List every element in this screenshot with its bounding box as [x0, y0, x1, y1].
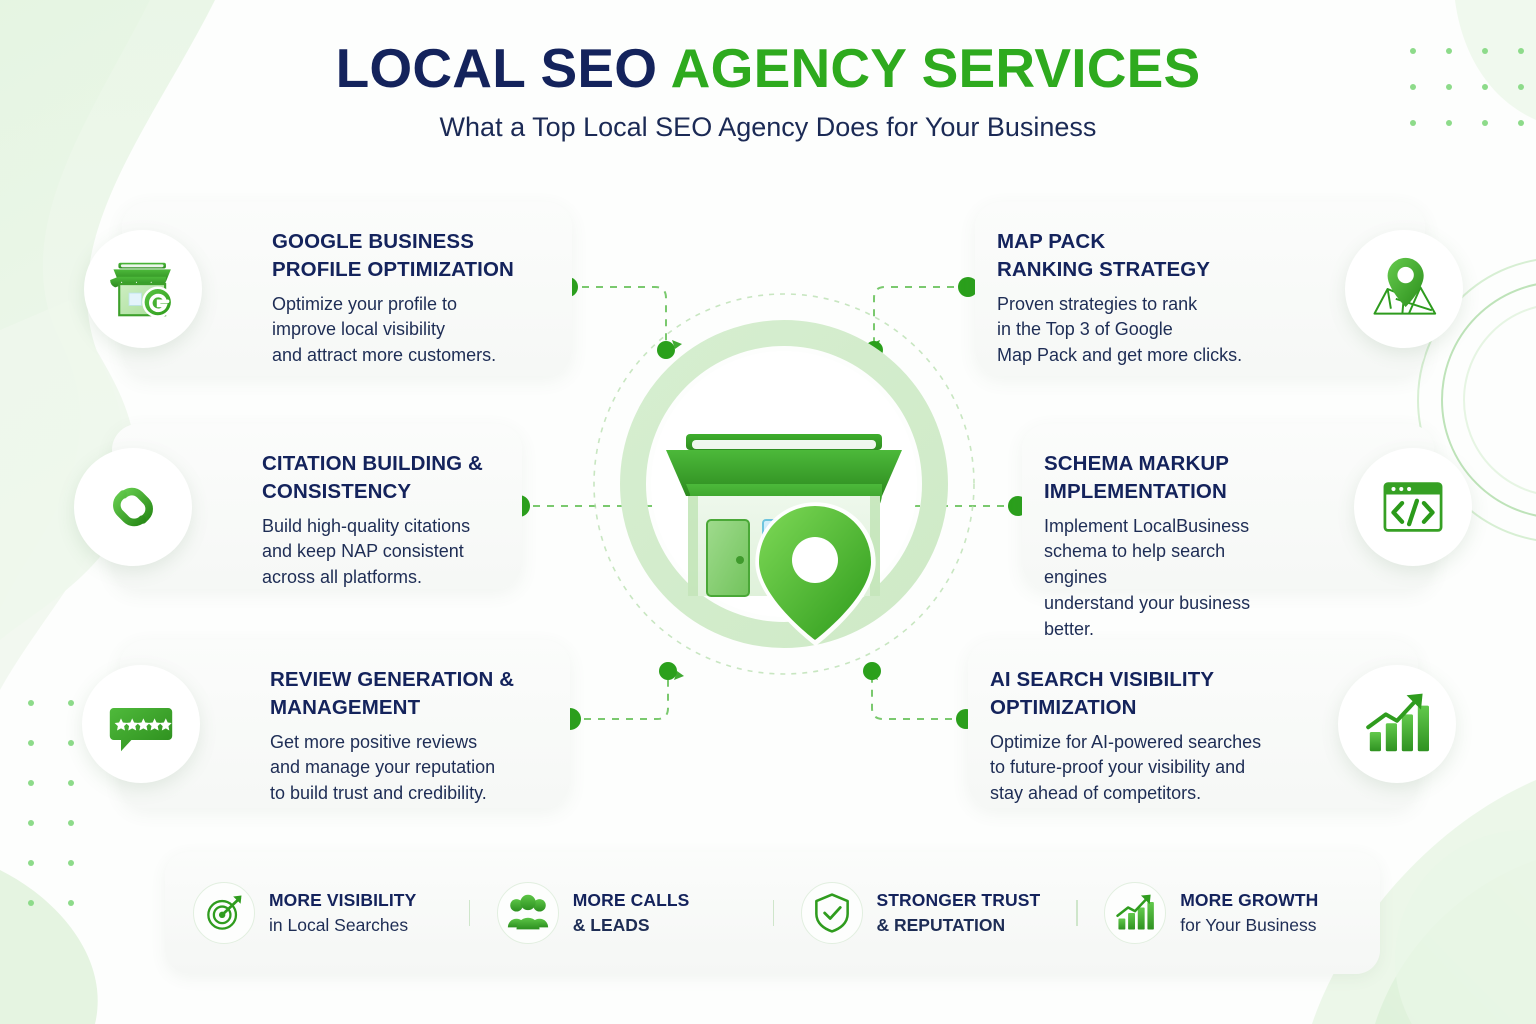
card-description: Implement LocalBusiness schema to help s… — [1044, 515, 1251, 639]
card-body: REVIEW GENERATION & MANAGEMENT Get more … — [270, 666, 548, 807]
benefit-text: STRONGER TRUST & REPUTATION — [877, 888, 1041, 939]
card-map-pack-ranking[interactable]: MAP PACK RANKING STRATEGY Proven strateg… — [975, 202, 1463, 376]
benefit-subtitle: for Your Business — [1180, 915, 1317, 935]
card-review-generation[interactable]: REVIEW GENERATION & MANAGEMENT Get more … — [82, 640, 570, 808]
benefit-title: STRONGER TRUST — [876, 889, 1041, 910]
card-schema-markup[interactable]: SCHEMA MARKUP IMPLEMENTATION Implement L… — [1022, 424, 1472, 639]
card-body: AI SEARCH VISIBILITY OPTIMIZATION Optimi… — [990, 666, 1268, 807]
benefit-subtitle: & REPUTATION — [876, 915, 1006, 935]
code-browser-window-icon — [1354, 447, 1472, 566]
card-title: CITATION BUILDING & CONSISTENCY — [262, 452, 483, 504]
card-title: SCHEMA MARKUP IMPLEMENTATION — [1044, 452, 1230, 504]
benefit-text: MORE GROWTH for Your Business — [1180, 888, 1318, 939]
card-title: REVIEW GENERATION & MANAGEMENT — [270, 668, 515, 720]
benefit-stronger-trust[interactable]: STRONGER TRUST & REPUTATION — [772, 882, 1077, 944]
card-google-business-profile[interactable]: GOOGLE BUSINESS PROFILE OPTIMIZATION Opt… — [84, 202, 572, 376]
growth-bar-chart-arrow-icon — [1104, 882, 1167, 944]
benefit-subtitle: & LEADS — [572, 915, 650, 935]
card-citation-building[interactable]: CITATION BUILDING & CONSISTENCY Build hi… — [74, 424, 522, 591]
card-body: GOOGLE BUSINESS PROFILE OPTIMIZATION Opt… — [272, 228, 550, 369]
card-description: Build high-quality citations and keep NA… — [262, 515, 471, 588]
benefit-more-growth[interactable]: MORE GROWTH for Your Business — [1076, 882, 1380, 944]
dot-grid-top-right — [1410, 48, 1536, 156]
card-description: Optimize for AI-powered searches to futu… — [990, 731, 1262, 804]
target-arrow-icon — [193, 882, 255, 944]
card-description: Get more positive reviews and manage you… — [270, 731, 496, 804]
benefit-more-calls[interactable]: MORE CALLS & LEADS — [468, 882, 773, 944]
card-body: CITATION BUILDING & CONSISTENCY Build hi… — [262, 450, 500, 591]
benefit-subtitle: in Local Searches — [269, 915, 409, 935]
card-body: MAP PACK RANKING STRATEGY Proven strateg… — [997, 228, 1275, 369]
page-title: LOCAL SEO AGENCY SERVICES — [0, 37, 1536, 99]
page-title-part-navy: LOCAL SEO — [335, 37, 671, 99]
card-title: AI SEARCH VISIBILITY OPTIMIZATION — [990, 668, 1215, 720]
shield-check-icon — [800, 882, 863, 944]
dot-grid-left — [28, 700, 108, 940]
benefits-bar: MORE VISIBILITY in Local Searches — [165, 852, 1380, 974]
benefit-text: MORE VISIBILITY in Local Searches — [269, 888, 416, 939]
card-ai-search-visibility[interactable]: AI SEARCH VISIBILITY OPTIMIZATION Optimi… — [968, 640, 1456, 808]
benefit-more-visibility[interactable]: MORE VISIBILITY in Local Searches — [165, 882, 469, 944]
growth-bar-chart-arrow-icon — [1338, 665, 1456, 783]
central-hub — [588, 288, 980, 680]
benefit-title: MORE GROWTH — [1180, 889, 1319, 910]
page-subtitle: What a Top Local SEO Agency Does for You… — [439, 111, 1097, 142]
google-business-profile-icon — [84, 230, 202, 348]
map-pin-map-icon — [1345, 230, 1463, 348]
benefit-title: MORE CALLS — [572, 889, 690, 910]
chain-link-icon — [74, 447, 192, 566]
header: LOCAL SEO AGENCY SERVICES What a Top Loc… — [0, 37, 1536, 143]
card-title: GOOGLE BUSINESS PROFILE OPTIMIZATION — [272, 230, 514, 282]
card-title: MAP PACK RANKING STRATEGY — [997, 230, 1211, 282]
card-body: SCHEMA MARKUP IMPLEMENTATION Implement L… — [1044, 450, 1284, 642]
five-star-review-bubble-icon — [82, 665, 200, 783]
benefit-text: MORE CALLS & LEADS — [573, 888, 690, 939]
people-group-icon — [496, 882, 559, 944]
card-description: Proven strategies to rank in the Top 3 o… — [997, 293, 1243, 366]
page-title-part-green: AGENCY SERVICES — [670, 37, 1201, 99]
card-description: Optimize your profile to improve local v… — [272, 293, 497, 366]
benefit-title: MORE VISIBILITY — [269, 889, 417, 910]
